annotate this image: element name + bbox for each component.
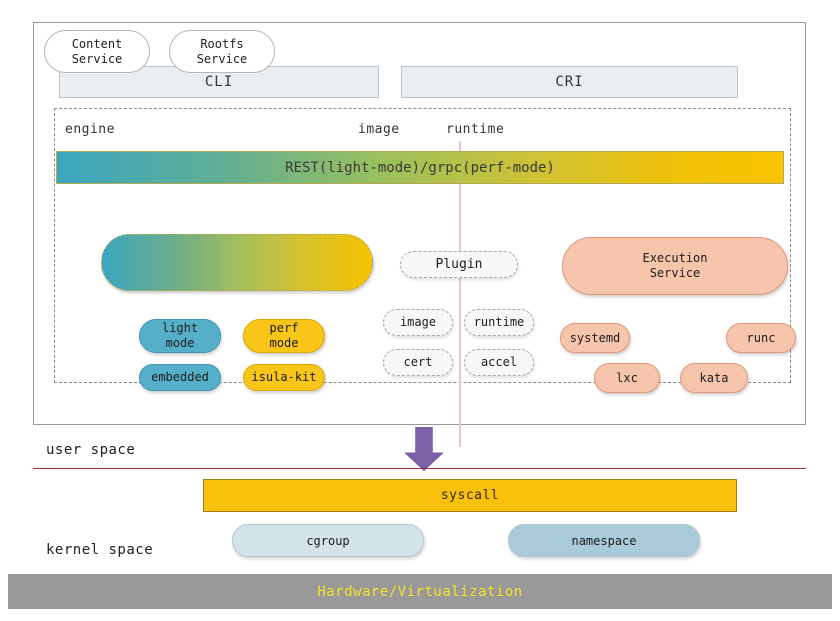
light-mode-line2: mode (165, 336, 195, 350)
pill-lxc[interactable]: lxc (594, 363, 660, 393)
rootfs-service-line1: Rootfs (200, 36, 244, 51)
rest-grpc-bar: REST(light-mode)/grpc(perf-mode) (56, 151, 784, 184)
pill-light-mode[interactable]: light mode (139, 319, 221, 353)
pill-plugin-image[interactable]: image (383, 309, 453, 336)
user-space-label: user space (46, 442, 136, 458)
pill-namespace[interactable]: namespace (508, 524, 700, 557)
pill-isula-kit[interactable]: isula-kit (243, 364, 325, 391)
cri-box[interactable]: CRI (401, 66, 738, 98)
perf-mode-line2: mode (269, 336, 299, 350)
down-arrow-icon (404, 427, 444, 471)
pill-runc[interactable]: runc (726, 323, 796, 353)
column-divider-line (459, 141, 461, 447)
hardware-virtualization-bar: Hardware/Virtualization (8, 574, 832, 609)
pill-plugin-accel[interactable]: accel (464, 349, 534, 376)
isulad-panel: iSulad CLI CRI engine image runtime REST… (33, 22, 806, 447)
rootfs-service-box[interactable]: Rootfs Service (169, 30, 275, 73)
kernel-space-label: kernel space (46, 542, 154, 558)
service-capsule (101, 234, 373, 291)
perf-mode-line1: perf (269, 321, 299, 335)
column-label-runtime: runtime (446, 122, 505, 137)
pill-cgroup[interactable]: cgroup (232, 524, 424, 557)
execution-service-line1: Execution (642, 251, 708, 265)
pill-plugin-cert[interactable]: cert (383, 349, 453, 376)
pill-perf-mode[interactable]: perf mode (243, 319, 325, 353)
user-kernel-separator (33, 468, 806, 469)
column-label-engine: engine (65, 122, 115, 137)
pill-systemd[interactable]: systemd (560, 323, 630, 353)
content-service-box[interactable]: Content Service (44, 30, 150, 73)
syscall-bar: syscall (203, 479, 737, 512)
pill-embedded[interactable]: embedded (139, 364, 221, 391)
content-service-line1: Content (71, 36, 123, 51)
engine-dashed-panel (54, 108, 791, 383)
pill-execution-service[interactable]: Execution Service (562, 237, 788, 295)
content-service-line2: Service (71, 51, 123, 66)
pill-kata[interactable]: kata (680, 363, 748, 393)
light-mode-line1: light (161, 321, 199, 335)
rootfs-service-line2: Service (196, 51, 248, 66)
pill-plugin-runtime[interactable]: runtime (464, 309, 534, 336)
column-label-image: image (358, 122, 400, 137)
pill-plugin[interactable]: Plugin (400, 251, 518, 278)
execution-service-line2: Service (649, 266, 701, 280)
